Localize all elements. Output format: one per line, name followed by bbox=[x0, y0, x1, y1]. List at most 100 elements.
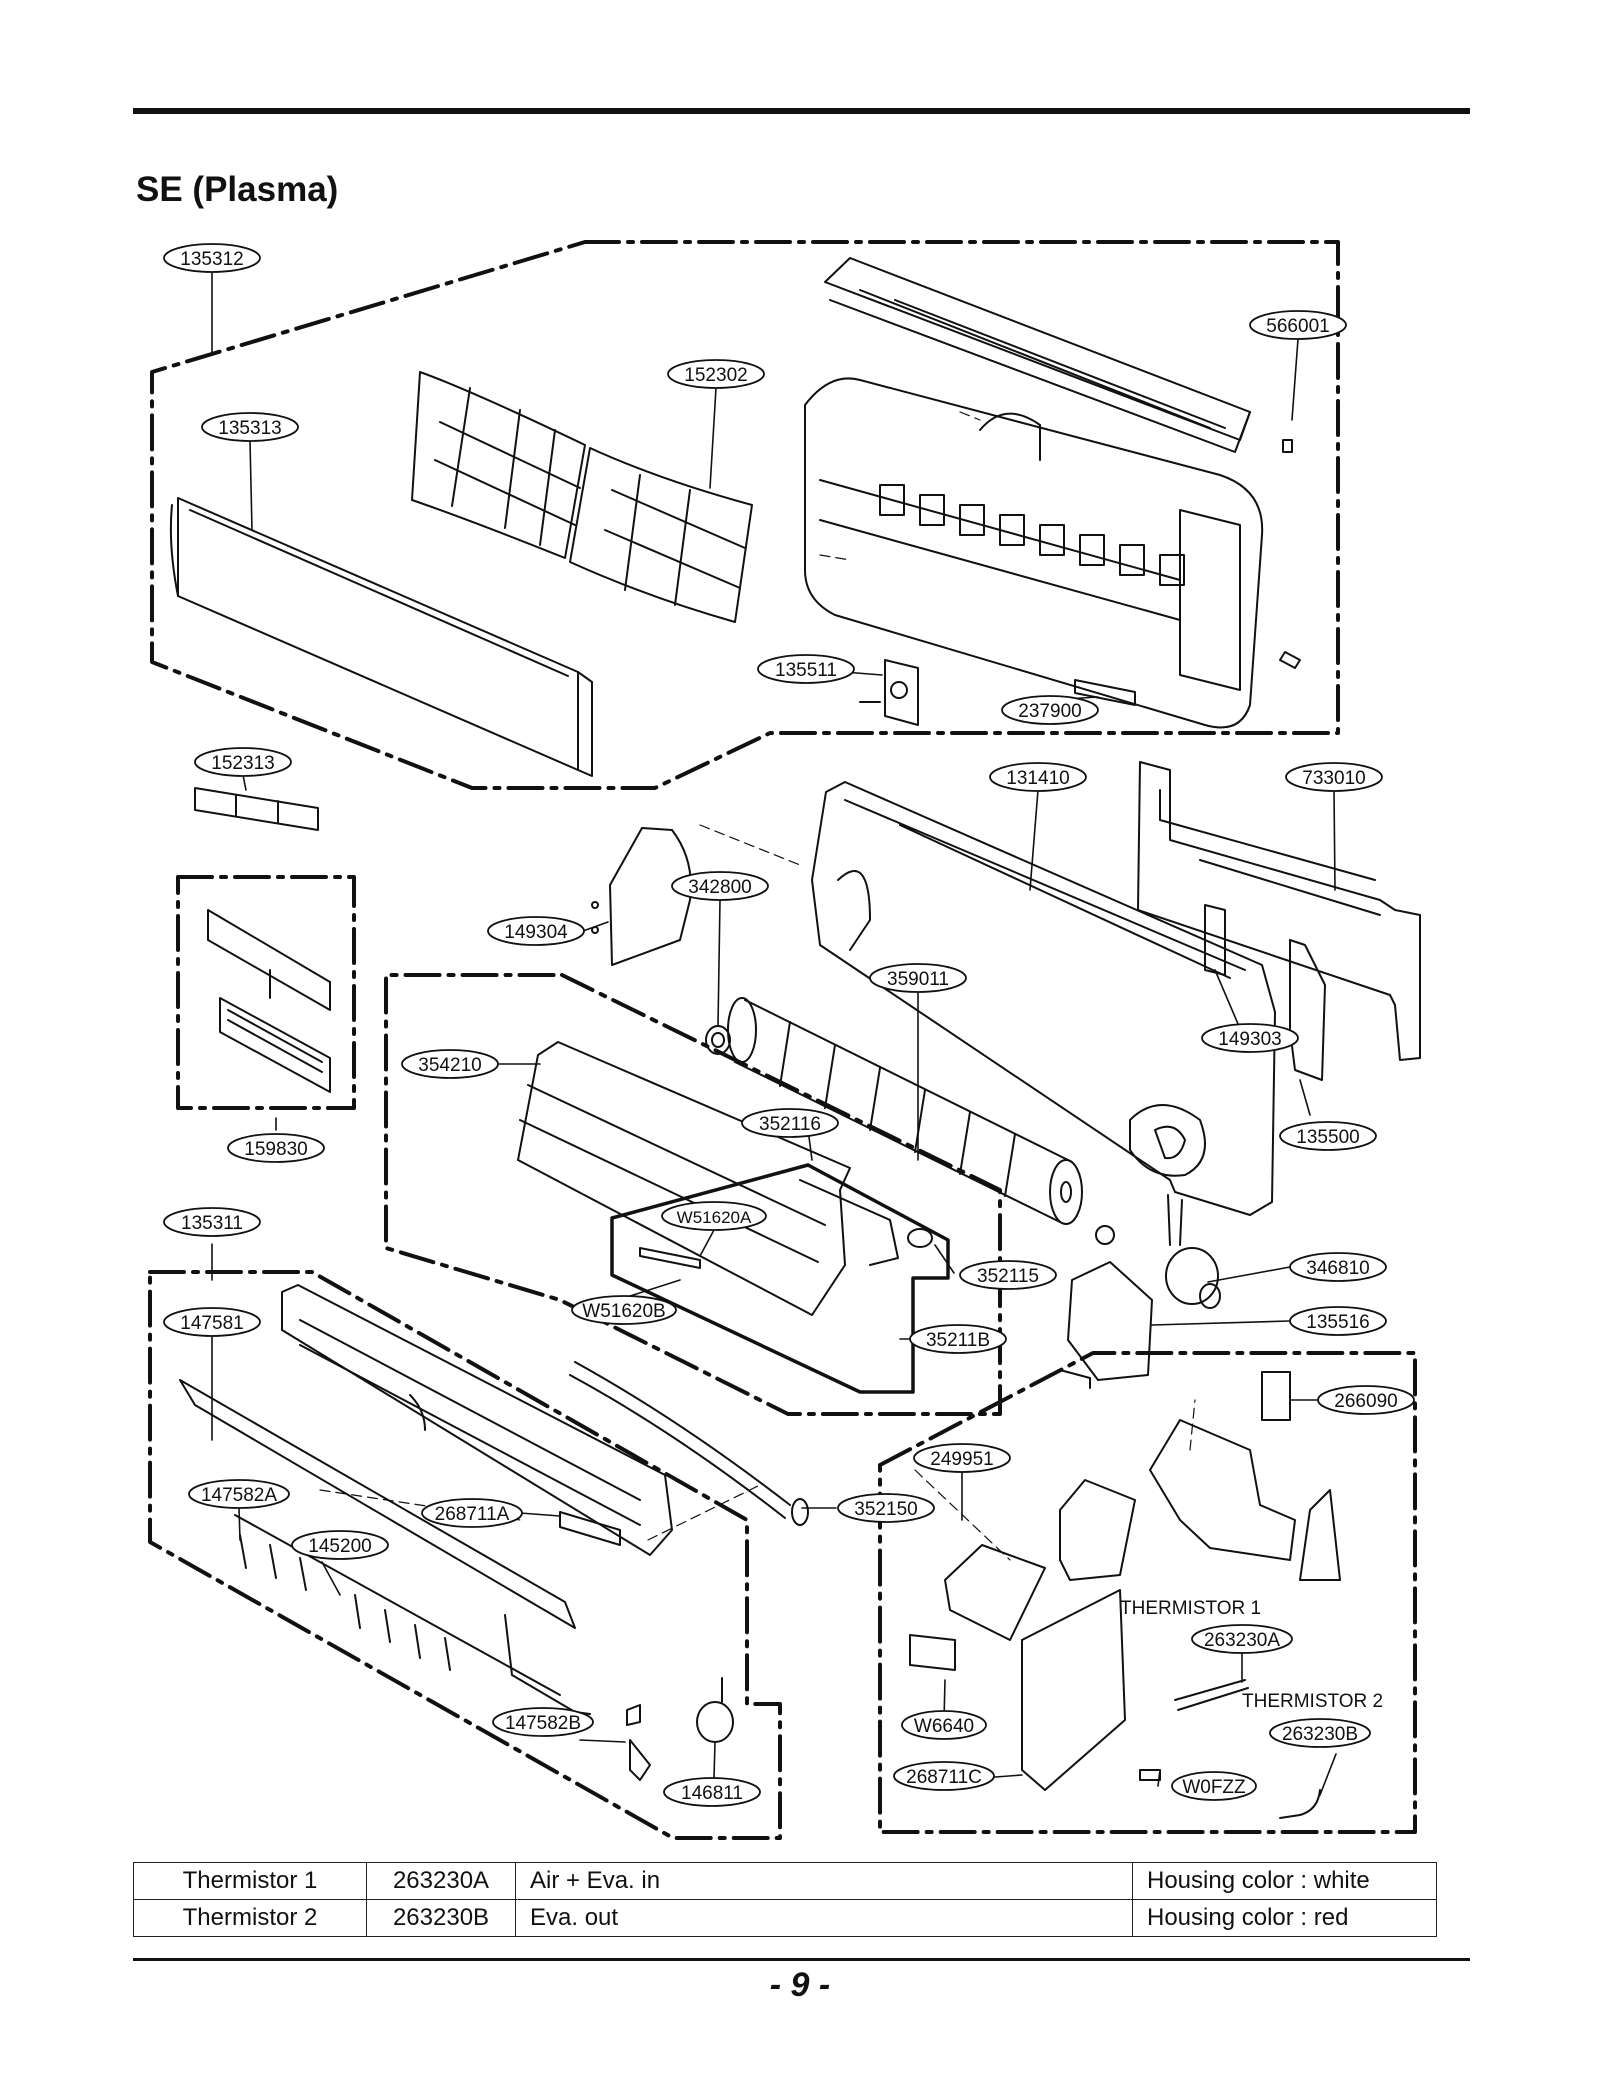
callout-342800: 342800 bbox=[671, 871, 769, 901]
callout-147581: 147581 bbox=[163, 1307, 261, 1337]
part-237900-label: 237900 bbox=[1018, 701, 1081, 722]
callout-354210: 354210 bbox=[401, 1049, 499, 1079]
top-rule bbox=[133, 108, 1470, 114]
leader-lines bbox=[211, 271, 1337, 1796]
part-268711A-label: 268711A bbox=[435, 1504, 510, 1525]
callout-352115: 352115 bbox=[959, 1260, 1057, 1290]
callout-352116: 352116 bbox=[741, 1108, 839, 1138]
step-motor-drawing bbox=[626, 1677, 734, 1781]
callout-W6640: W6640 bbox=[901, 1710, 987, 1740]
callout-733010: 733010 bbox=[1285, 762, 1383, 792]
part-147582B-label: 147582B bbox=[505, 1713, 581, 1734]
callout-346810: 346810 bbox=[1289, 1252, 1387, 1282]
thermistor-cables-drawing bbox=[1139, 1679, 1321, 1819]
thermistor1-caption: THERMISTOR 1 bbox=[1120, 1598, 1261, 1619]
table-row: Thermistor 1 263230A Air + Eva. in Housi… bbox=[133, 1862, 1437, 1900]
callout-131410: 131410 bbox=[989, 762, 1087, 792]
air-filters-drawing bbox=[411, 371, 753, 623]
callout-W0FZZ: W0FZZ bbox=[1171, 1771, 1257, 1801]
part-146811-label: 146811 bbox=[681, 1783, 743, 1804]
part-566001-label: 566001 bbox=[1266, 316, 1329, 337]
bracket-149303-drawing bbox=[1204, 904, 1226, 976]
callout-249951: 249951 bbox=[913, 1443, 1011, 1473]
thermistor-name-cell: Thermistor 1 bbox=[133, 1862, 367, 1900]
part-342800-label: 342800 bbox=[688, 877, 751, 898]
part-callouts: 135312 566001 152302 135313 135511 23790… bbox=[163, 243, 1415, 1807]
callout-352150: 352150 bbox=[837, 1493, 935, 1523]
part-149303-label: 149303 bbox=[1218, 1029, 1281, 1050]
display-pcb-drawing bbox=[559, 1511, 621, 1546]
part-135511-label: 135511 bbox=[775, 660, 837, 681]
part-147581-label: 147581 bbox=[180, 1313, 243, 1334]
page-number: - 9 - bbox=[769, 1966, 831, 2004]
page-title: SE (Plasma) bbox=[136, 170, 339, 209]
part-147582A-label: 147582A bbox=[201, 1485, 277, 1506]
part-263230A-label: 263230A bbox=[1204, 1630, 1280, 1651]
front-panel-drawing bbox=[169, 497, 593, 777]
part-352150-label: 352150 bbox=[854, 1499, 917, 1520]
part-159830-label: 159830 bbox=[244, 1139, 307, 1160]
callout-149303: 149303 bbox=[1201, 1023, 1299, 1053]
part-152302-label: 152302 bbox=[684, 365, 747, 386]
callout-W51620A: W51620A bbox=[661, 1201, 767, 1231]
callout-135516: 135516 bbox=[1289, 1306, 1387, 1336]
callout-566001: 566001 bbox=[1249, 310, 1347, 340]
drain-hose-drawing bbox=[569, 1361, 809, 1526]
part-135500-label: 135500 bbox=[1296, 1127, 1359, 1148]
thermistor-location-cell: Air + Eva. in bbox=[515, 1862, 1133, 1900]
top-grille-drawing bbox=[824, 257, 1251, 453]
callout-152302: 152302 bbox=[667, 359, 765, 389]
label-plate-drawing bbox=[1074, 679, 1136, 706]
callout-237900: 237900 bbox=[1001, 695, 1099, 725]
plasma-unit-drawing bbox=[207, 909, 331, 1093]
part-135312-label: 135312 bbox=[180, 249, 243, 270]
part-249951-label: 249951 bbox=[930, 1449, 993, 1470]
thermistor-part-cell: 263230B bbox=[366, 1899, 516, 1937]
part-135311-label: 135311 bbox=[181, 1213, 243, 1234]
callout-266090: 266090 bbox=[1317, 1385, 1415, 1415]
drain-pan-drawing bbox=[179, 1284, 673, 1629]
motor-cover-drawing bbox=[1059, 1261, 1153, 1389]
callout-135311: 135311 bbox=[163, 1207, 261, 1237]
bearing-holder-drawing bbox=[591, 827, 692, 966]
part-149304-label: 149304 bbox=[504, 922, 568, 943]
coil-sensor-drawing bbox=[639, 1247, 701, 1269]
part-135516-label: 135516 bbox=[1306, 1312, 1369, 1333]
bottom-rule bbox=[133, 1958, 1470, 1961]
callout-135313: 135313 bbox=[201, 412, 299, 442]
callout-152313: 152313 bbox=[194, 747, 292, 777]
louver-blades-drawing bbox=[234, 1514, 591, 1715]
callout-135500: 135500 bbox=[1279, 1121, 1377, 1151]
callout-263230B: 263230B bbox=[1269, 1718, 1371, 1748]
part-W51620B-label: W51620B bbox=[582, 1301, 665, 1322]
part-W0FZZ-label: W0FZZ bbox=[1182, 1777, 1246, 1798]
callout-147582A: 147582A bbox=[188, 1479, 290, 1509]
callout-159830: 159830 bbox=[227, 1133, 325, 1163]
front-housing-drawing bbox=[804, 377, 1301, 729]
callout-268711A: 268711A bbox=[421, 1498, 523, 1528]
group-boundaries bbox=[148, 240, 1417, 1840]
thermistor-housing-cell: Housing color : white bbox=[1132, 1862, 1437, 1900]
crossflow-fan-drawing bbox=[727, 997, 1083, 1225]
part-354210-label: 354210 bbox=[418, 1055, 481, 1076]
thermistor-location-cell: Eva. out bbox=[515, 1899, 1133, 1937]
control-box-drawing bbox=[909, 1371, 1341, 1791]
thermistor-name-cell: Thermistor 2 bbox=[133, 1899, 367, 1937]
coil-group-outline bbox=[610, 1163, 950, 1394]
thermistor2-caption: THERMISTOR 2 bbox=[1242, 1691, 1383, 1712]
thermistor-housing-cell: Housing color : red bbox=[1132, 1899, 1437, 1937]
callout-268711C: 268711C bbox=[893, 1761, 995, 1791]
part-131410-label: 131410 bbox=[1006, 768, 1069, 789]
part-352115-label: 352115 bbox=[977, 1266, 1039, 1287]
callout-35211B: 35211B bbox=[909, 1324, 1007, 1354]
callout-147582B: 147582B bbox=[492, 1707, 594, 1737]
part-263230B-label: 263230B bbox=[1282, 1724, 1358, 1745]
callout-263230A: 263230A bbox=[1191, 1624, 1293, 1654]
display-window-drawing bbox=[194, 787, 319, 831]
callout-145200: 145200 bbox=[291, 1530, 389, 1560]
part-346810-label: 346810 bbox=[1306, 1258, 1369, 1279]
callout-W51620B: W51620B bbox=[571, 1295, 677, 1325]
part-145200-label: 145200 bbox=[308, 1536, 371, 1557]
callout-359011: 359011 bbox=[869, 963, 967, 993]
thermistor-table: Thermistor 1 263230A Air + Eva. in Housi… bbox=[133, 1862, 1437, 1937]
